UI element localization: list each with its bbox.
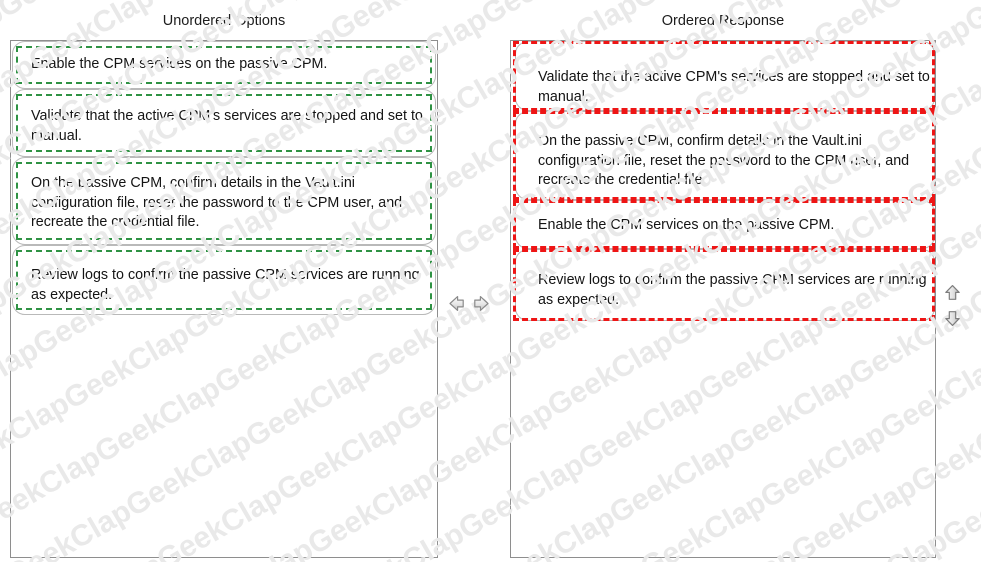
- list-item[interactable]: Enable the CPM services on the passive C…: [12, 41, 436, 89]
- list-item[interactable]: Review logs to confirm the passive CPM s…: [513, 249, 935, 321]
- list-item-label: Enable the CPM services on the passive C…: [538, 217, 835, 233]
- list-item-label: Review logs to confirm the passive CPM s…: [538, 272, 927, 308]
- list-item[interactable]: On the passive CPM, confirm details in t…: [513, 111, 935, 200]
- list-item-label: Validate that the active CPM's services …: [538, 69, 930, 105]
- list-item-label: Validate that the active CPM's services …: [31, 108, 423, 144]
- arrow-up-icon[interactable]: [943, 283, 962, 302]
- list-item[interactable]: Validate that the active CPM's services …: [513, 41, 935, 111]
- list-item[interactable]: Validate that the active CPM's services …: [12, 89, 436, 157]
- unordered-options-list: Enable the CPM services on the passive C…: [11, 41, 437, 315]
- list-item[interactable]: Enable the CPM services on the passive C…: [513, 200, 935, 249]
- arrow-down-icon[interactable]: [943, 309, 962, 328]
- list-item-label: On the passive CPM, confirm details in t…: [538, 133, 910, 188]
- list-item-label: Review logs to confirm the passive CPM s…: [31, 267, 420, 303]
- move-vertical-buttons: [943, 283, 962, 328]
- list-item-label: Enable the CPM services on the passive C…: [31, 56, 328, 72]
- ordered-response-title: Ordered Response: [661, 13, 785, 29]
- move-horizontal-buttons: [447, 294, 491, 313]
- list-item-label: On the passive CPM, confirm details in t…: [31, 175, 403, 230]
- list-item[interactable]: On the passive CPM, confirm details in t…: [12, 157, 436, 245]
- unordered-options-title: Unordered Options: [162, 13, 286, 29]
- arrow-left-icon[interactable]: [447, 294, 466, 313]
- unordered-options-panel[interactable]: Enable the CPM services on the passive C…: [10, 40, 438, 558]
- arrow-right-icon[interactable]: [472, 294, 491, 313]
- ordered-response-panel[interactable]: Validate that the active CPM's services …: [510, 40, 936, 558]
- list-item[interactable]: Review logs to confirm the passive CPM s…: [12, 245, 436, 315]
- ordered-response-list: Validate that the active CPM's services …: [511, 41, 935, 321]
